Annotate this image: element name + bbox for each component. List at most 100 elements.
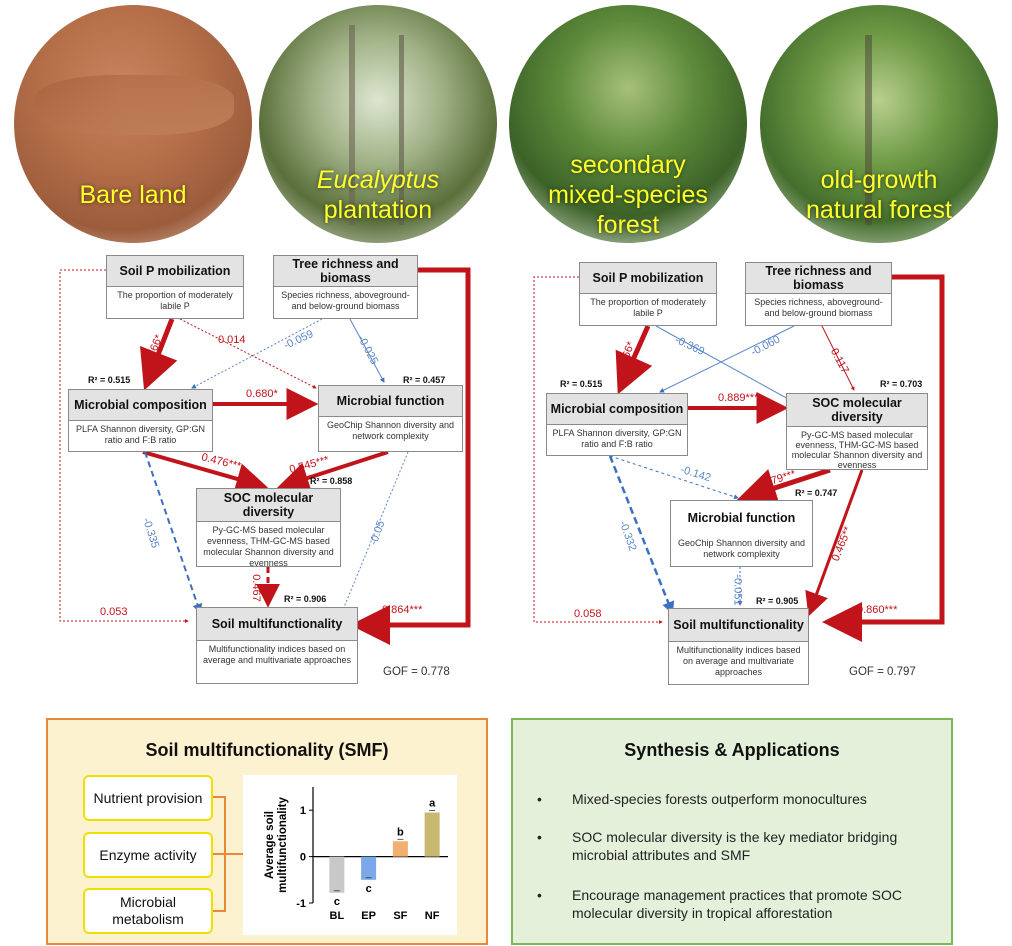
right-mfunc-desc: GeoChip Shannon diversity and network co…: [677, 538, 806, 559]
bar-SF: [392, 841, 408, 857]
arrow-right-soc-smf: [805, 469, 864, 617]
site-label-eucalyptus-line1: Eucalyptus: [316, 166, 440, 194]
arrow-left-mfunc-soc: [276, 450, 389, 494]
right-coef-tree-smf: 0.860***: [857, 604, 898, 616]
right-tree-desc: Species richness, aboveground- and below…: [754, 297, 883, 318]
site-label-bare-land: Bare land: [79, 181, 187, 209]
significance-letter: b: [397, 826, 404, 838]
right-mcomp-box: Microbial composition PLFA Shannon diver…: [546, 393, 688, 456]
site-label-eucalyptus-line2: plantation: [323, 196, 433, 224]
right-mcomp-r2: R² = 0.515: [560, 379, 603, 389]
site-label-oldgrowth-line2: natural forest: [806, 196, 952, 224]
right-smf-title: Soil multifunctionality: [669, 609, 808, 642]
significance-letter: a: [429, 798, 436, 810]
left-tree-title: Tree richness and biomass: [274, 256, 417, 287]
synthesis-item-text: Encourage management practices that prom…: [572, 887, 902, 921]
y-tick-label: -1: [296, 898, 306, 910]
bullet-dot: •: [537, 791, 542, 807]
smf-panel: Soil multifunctionality (SMF) Nutrient p…: [46, 718, 488, 945]
arrow-right-tree-mcomp: [659, 325, 795, 393]
left-soc-r2: R² = 0.858: [310, 476, 353, 486]
left-mcomp-desc: PLFA Shannon diversity, GP:GN ratio and …: [76, 424, 205, 445]
left-mfunc-title: Microbial function: [319, 386, 462, 417]
left-mfunc-r2: R² = 0.457: [403, 375, 446, 385]
category-label: EP: [361, 910, 376, 922]
left-tree-box: Tree richness and biomass Species richne…: [273, 255, 418, 319]
arrow-left-tree-smf: [350, 267, 471, 645]
site-photo-secondary-forest: secondary mixed-species forest: [509, 5, 747, 243]
left-soilp-desc: The proportion of moderately labile P: [117, 290, 233, 311]
right-soilp-desc: The proportion of moderately labile P: [590, 297, 706, 318]
left-smf-title: Soil multifunctionality: [197, 608, 357, 641]
left-mfunc-box: Microbial function GeoChip Shannon diver…: [318, 385, 463, 452]
right-smf-desc: Multifunctionality indices based on aver…: [676, 645, 801, 677]
right-mcomp-desc: PLFA Shannon diversity, GP:GN ratio and …: [552, 428, 682, 449]
left-soilp-title: Soil P mobilization: [107, 256, 243, 287]
left-tree-desc: Species richness, aboveground- and below…: [281, 290, 410, 311]
right-smf-r2: R² = 0.905: [756, 596, 799, 606]
category-label: BL: [330, 910, 345, 922]
site-photo-bare-land: Bare land: [14, 5, 252, 243]
bullet-dot: •: [537, 887, 542, 903]
significance-letter: c: [334, 896, 340, 908]
function-box-nutrient: Nutrient provision: [83, 775, 213, 821]
bar-BL: [329, 856, 345, 893]
right-coef-mfunc-smf: -0.051: [731, 574, 744, 606]
path-arrows: [59, 267, 945, 645]
left-soc-box: SOC molecular diversity Py-GC-MS based m…: [196, 488, 341, 568]
left-gof: GOF = 0.778: [383, 666, 450, 678]
right-soc-box: SOC molecular diversity Py-GC-MS based m…: [786, 393, 928, 470]
left-smf-r2: R² = 0.906: [284, 594, 327, 604]
right-mfunc-title: Microbial function: [671, 501, 812, 535]
site-label-secondary-line3: forest: [596, 211, 660, 239]
right-soilp-title: Soil P mobilization: [580, 263, 716, 294]
arrow-left-soilp-mfunc: [179, 318, 317, 389]
right-soc-r2: R² = 0.703: [880, 379, 923, 389]
left-mcomp-r2: R² = 0.515: [88, 375, 131, 385]
arrow-left-mcomp-soc: [142, 450, 269, 495]
arrow-right-mcomp-smf: [608, 455, 675, 615]
arrow-left-soilp-smf: [59, 269, 189, 623]
arrow-right-soc-mfunc: [736, 467, 831, 508]
right-tree-title: Tree richness and biomass: [746, 263, 891, 294]
left-smf-box: Soil multifunctionality Multifunctionali…: [196, 607, 358, 684]
site-photo-eucalyptus: Eucalyptus plantation: [259, 5, 497, 243]
right-coef-mcomp-soc: 0.889***: [718, 392, 759, 404]
site-label-secondary-line1: secondary: [570, 151, 686, 179]
synthesis-item-text: Mixed-species forests outperform monocul…: [572, 791, 867, 807]
site-label-secondary-line2: mixed-species: [548, 181, 708, 209]
right-mcomp-title: Microbial composition: [547, 394, 687, 425]
right-coef-soilp-smf: 0.058: [574, 608, 602, 620]
arrow-right-soilp-mcomp: [615, 324, 653, 395]
function-bracket: [213, 796, 243, 912]
left-soc-desc: Py-GC-MS based molecular evenness, THM-G…: [203, 525, 334, 568]
left-smf-desc: Multifunctionality indices based on aver…: [202, 644, 352, 665]
left-soilp-box: Soil P mobilization The proportion of mo…: [106, 255, 244, 319]
bar-NF: [424, 812, 440, 857]
right-soilp-box: Soil P mobilization The proportion of mo…: [579, 262, 717, 326]
left-coef-tree-smf: 0.864***: [382, 604, 423, 616]
arrow-left-soilp-mcomp: [140, 318, 178, 391]
arrow-left-tree-mfunc: [349, 318, 385, 383]
arrow-left-mcomp-smf: [144, 451, 203, 614]
right-gof: GOF = 0.797: [849, 666, 916, 678]
bar-EP: [361, 856, 377, 880]
arrow-right-tree-soc: [821, 325, 855, 391]
right-smf-box: Soil multifunctionality Multifunctionali…: [668, 608, 809, 685]
right-soc-title: SOC molecular diversity: [787, 394, 927, 427]
synthesis-item-text: SOC molecular diversity is the key media…: [572, 829, 898, 863]
left-coef-soilp-smf: 0.053: [100, 606, 128, 618]
arrow-left-tree-mcomp: [191, 318, 323, 389]
right-tree-box: Tree richness and biomass Species richne…: [745, 262, 892, 326]
synthesis-title: Synthesis & Applications: [624, 740, 840, 760]
arrow-right-soilp-soc: [655, 325, 791, 401]
left-mcomp-title: Microbial composition: [69, 390, 212, 421]
significance-letter: c: [366, 883, 372, 895]
synthesis-panel: Synthesis & Applications • Mixed-species…: [511, 718, 953, 945]
site-label-oldgrowth-line1: old-growth: [820, 166, 938, 194]
function-box-enzyme: Enzyme activity: [83, 832, 213, 878]
arrow-left-mfunc-smf: [341, 451, 409, 613]
category-label: SF: [393, 910, 407, 922]
